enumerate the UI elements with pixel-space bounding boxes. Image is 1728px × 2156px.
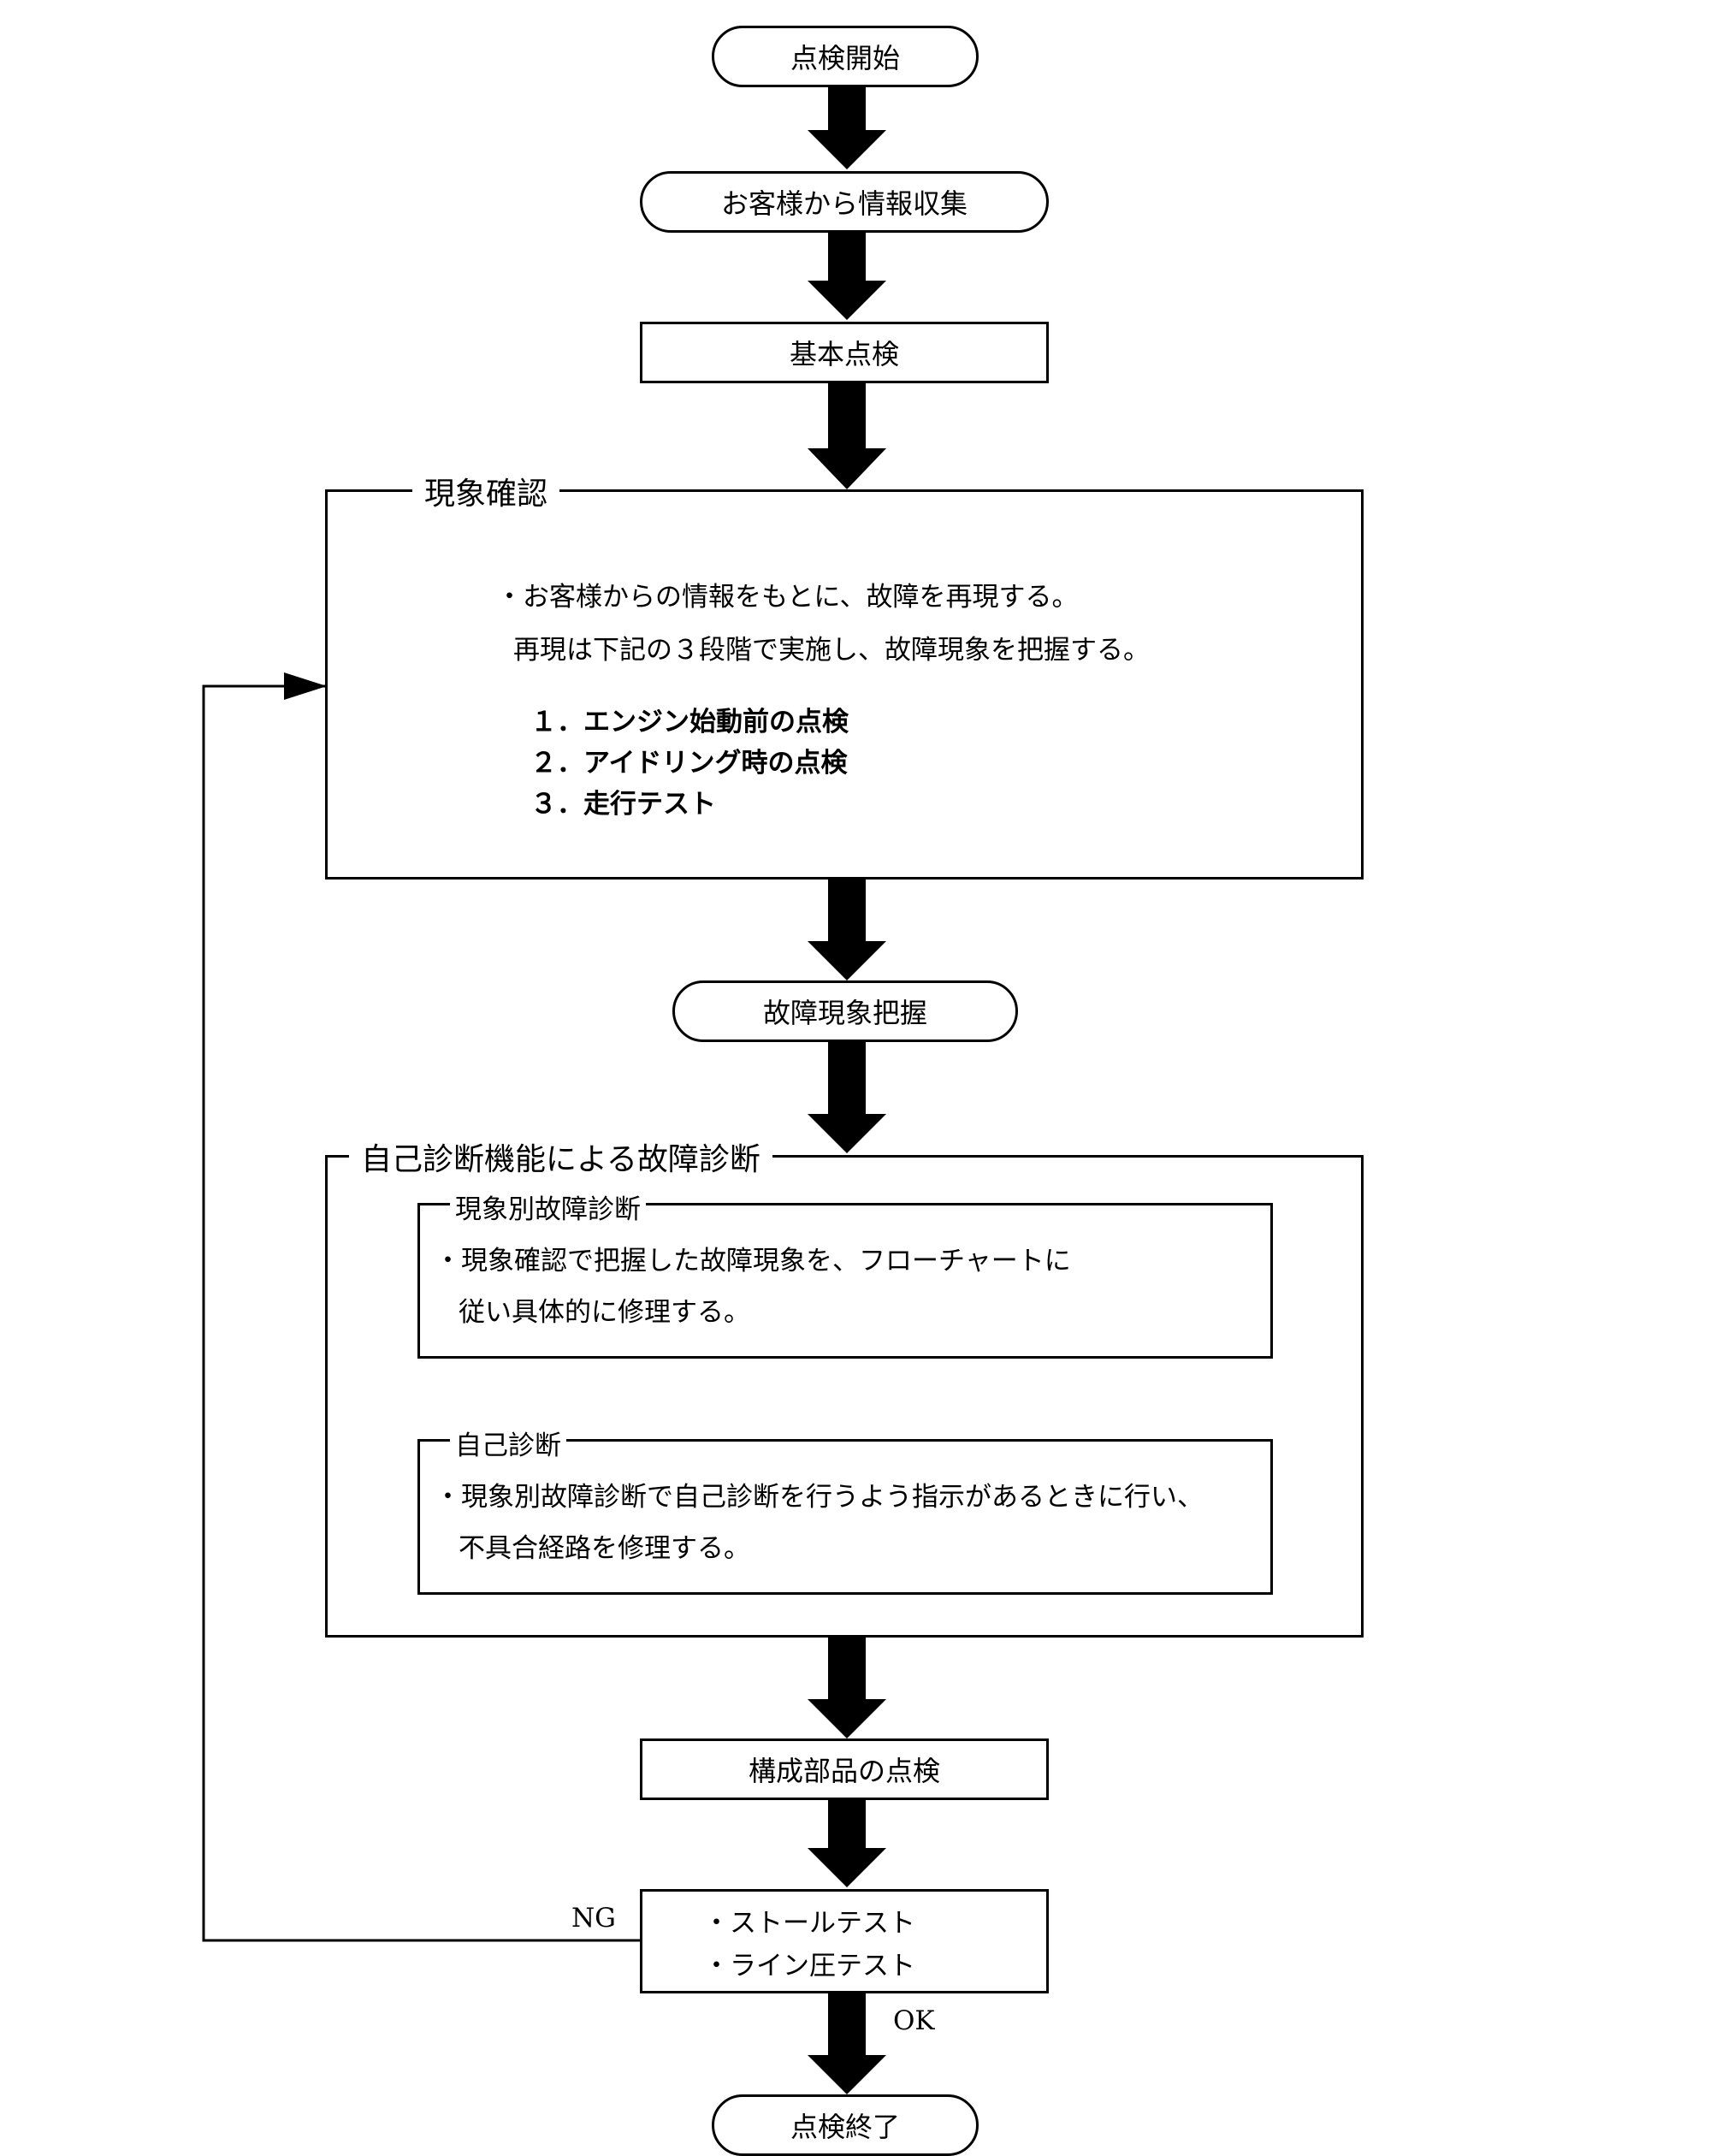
loop-arrowhead	[284, 672, 327, 700]
arrow-basic-confirm	[808, 383, 886, 489]
phenomenon-confirm-title: 現象確認	[412, 469, 560, 513]
arrow-info-basic	[808, 233, 886, 320]
arrow-selfdiag-components	[808, 1636, 886, 1738]
confirm-step-2: ２．アイドリング時の点検	[530, 748, 848, 779]
self-diag-box	[417, 1439, 1273, 1595]
confirm-step-3: ３．走行テスト	[530, 789, 716, 820]
components-inspection-node: 構成部品の点検	[640, 1738, 1049, 1800]
ng-label: NG	[571, 1903, 616, 1934]
basic-inspection-node: 基本点検	[640, 322, 1049, 383]
symptom-diagnosis-line-1: ・現象確認で把握した故障現象を、フローチャートに	[435, 1246, 1071, 1276]
symptom-diagnosis-line-2: 従い具体的に修理する。	[459, 1297, 750, 1328]
arrow-start-info	[808, 86, 886, 169]
phenomenon-confirm-frame	[325, 489, 1364, 880]
ok-label: OK	[893, 2005, 935, 2036]
arrow-tests-end	[808, 1992, 886, 2094]
confirm-step-1: １．エンジン始動前の点検	[530, 707, 849, 737]
symptom-diagnosis-title: 現象別故障診断	[450, 1188, 646, 1226]
start-node: 点検開始	[712, 26, 979, 87]
end-node: 点検終了	[712, 2094, 979, 2156]
arrow-components-tests	[808, 1798, 886, 1887]
self-diagnosis-title: 自己診断機能による故障診断	[349, 1134, 772, 1179]
test-item-line-pressure: ・ライン圧テスト	[703, 1951, 915, 1981]
self-diag-line-1: ・現象別故障診断で自己診断を行うよう指示があるときに行い、	[435, 1482, 1204, 1513]
arrow-grasp-selfdiag	[808, 1040, 886, 1153]
self-diag-line-2: 不具合経路を修理する。	[459, 1533, 750, 1564]
test-item-stall: ・ストールテスト	[703, 1908, 915, 1939]
confirm-line-2: 再現は下記の３段階で実施し、故障現象を把握する。	[513, 635, 1150, 666]
arrow-confirm-grasp	[808, 878, 886, 980]
info-node: お客様から情報収集	[640, 171, 1049, 233]
grasp-node: 故障現象把握	[672, 980, 1018, 1042]
symptom-diagnosis-box	[417, 1203, 1273, 1359]
tests-box	[640, 1889, 1049, 1993]
confirm-line-1: ・お客様からの情報をもとに、故障を再現する。	[496, 582, 1079, 613]
self-diag-title: 自己診断	[450, 1424, 566, 1462]
